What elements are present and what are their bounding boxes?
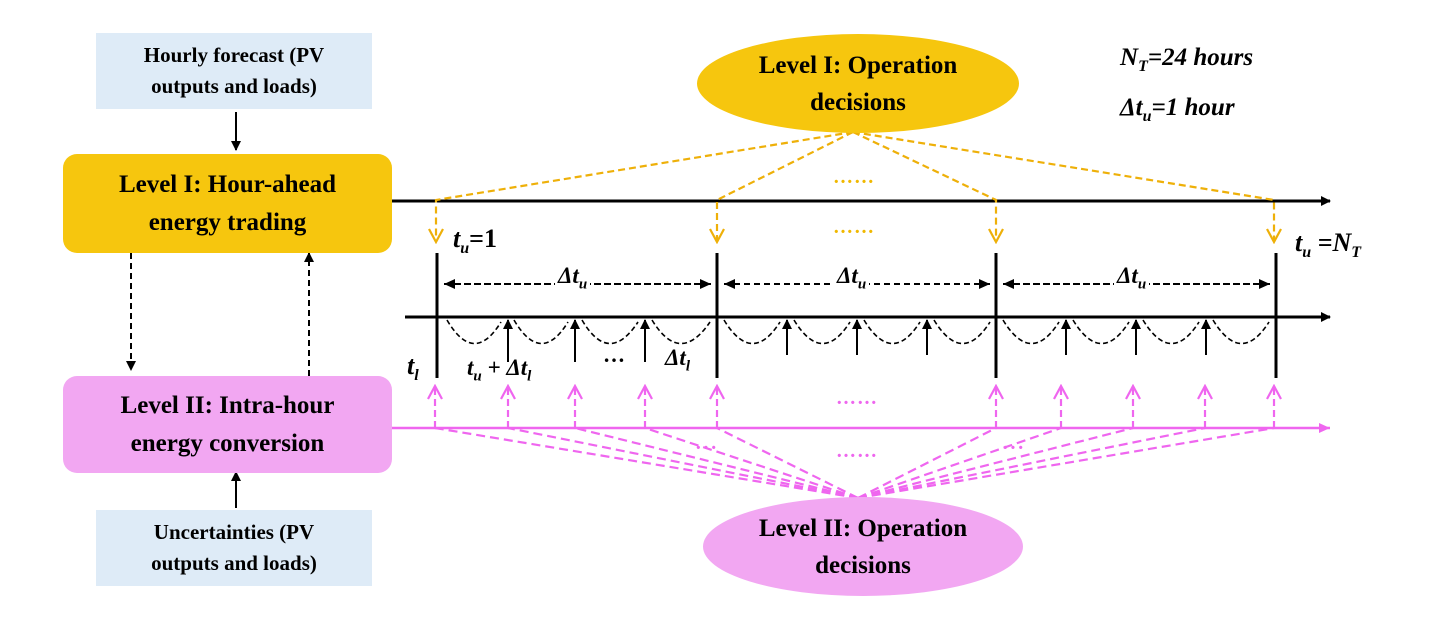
level2-ellipsis-top: ……: [836, 387, 878, 409]
level1-decision-line1: Level I: Operation: [758, 51, 958, 79]
delta-tu-label-1: Δtu: [555, 263, 591, 294]
level1-decision-ellipse: Level I: Operation decisions: [697, 34, 1019, 133]
level1-title-line2: energy trading: [148, 208, 307, 236]
level1-title-line1: Level I: Hour-ahead: [118, 170, 337, 198]
forecast-text-line2: outputs and loads): [151, 74, 317, 98]
level2-title-line1: Level II: Intra-hour: [120, 391, 335, 419]
intrahour-ticks: [503, 319, 1211, 362]
level2-decision-ellipse: Level II: Operation decisions: [703, 497, 1023, 596]
level1-ellipsis-bottom: ……: [833, 216, 875, 238]
level2-up-arrows: [435, 386, 1274, 428]
level1-decision-arrows: [436, 130, 1274, 242]
level2-ellipsis-left: ···: [695, 437, 719, 459]
uncertainty-text-line2: outputs and loads): [151, 551, 317, 575]
uncertainty-text-line1: Uncertainties (PV: [153, 520, 315, 544]
dtu-param: Δtu=1 hour: [1120, 94, 1235, 125]
nt-param: NT=24 hours: [1120, 44, 1254, 75]
hour-boundaries: [435, 253, 1278, 378]
intrahour-ellipsis: …: [603, 342, 625, 367]
level2-decision-lines: [434, 426, 1275, 500]
tl-label: tl: [407, 351, 419, 385]
forecast-text-line1: Hourly forecast (PV: [143, 43, 325, 67]
delta-tu-label-3: Δtu: [1114, 263, 1150, 294]
level2-decision-line2: decisions: [815, 551, 911, 579]
intrahour-arcs: [446, 319, 1270, 345]
level2-title-line2: energy conversion: [130, 429, 325, 457]
delta-tu-label-2: Δtu: [834, 263, 870, 294]
uncertainty-input-box: Uncertainties (PV outputs and loads): [96, 510, 372, 586]
level2-ellipsis-right: ···: [1002, 437, 1026, 459]
level2-box: Level II: Intra-hour energy conversion: [63, 376, 392, 473]
tu-1-label: tu=1: [453, 224, 497, 258]
level2-ellipsis-bottom: ……: [836, 440, 878, 462]
level1-box: Level I: Hour-ahead energy trading: [63, 154, 392, 253]
dtl-label: Δtl: [665, 345, 690, 375]
level2-decision-line1: Level II: Operation: [758, 514, 968, 542]
forecast-input-box: Hourly forecast (PV outputs and loads): [96, 33, 372, 109]
level1-ellipsis-top: ……: [833, 166, 875, 188]
tu-nt-label: tu =NT: [1295, 228, 1362, 262]
tu-plus-dtl-label: tu + Δtl: [467, 355, 532, 385]
level1-decision-line2: decisions: [810, 88, 906, 116]
